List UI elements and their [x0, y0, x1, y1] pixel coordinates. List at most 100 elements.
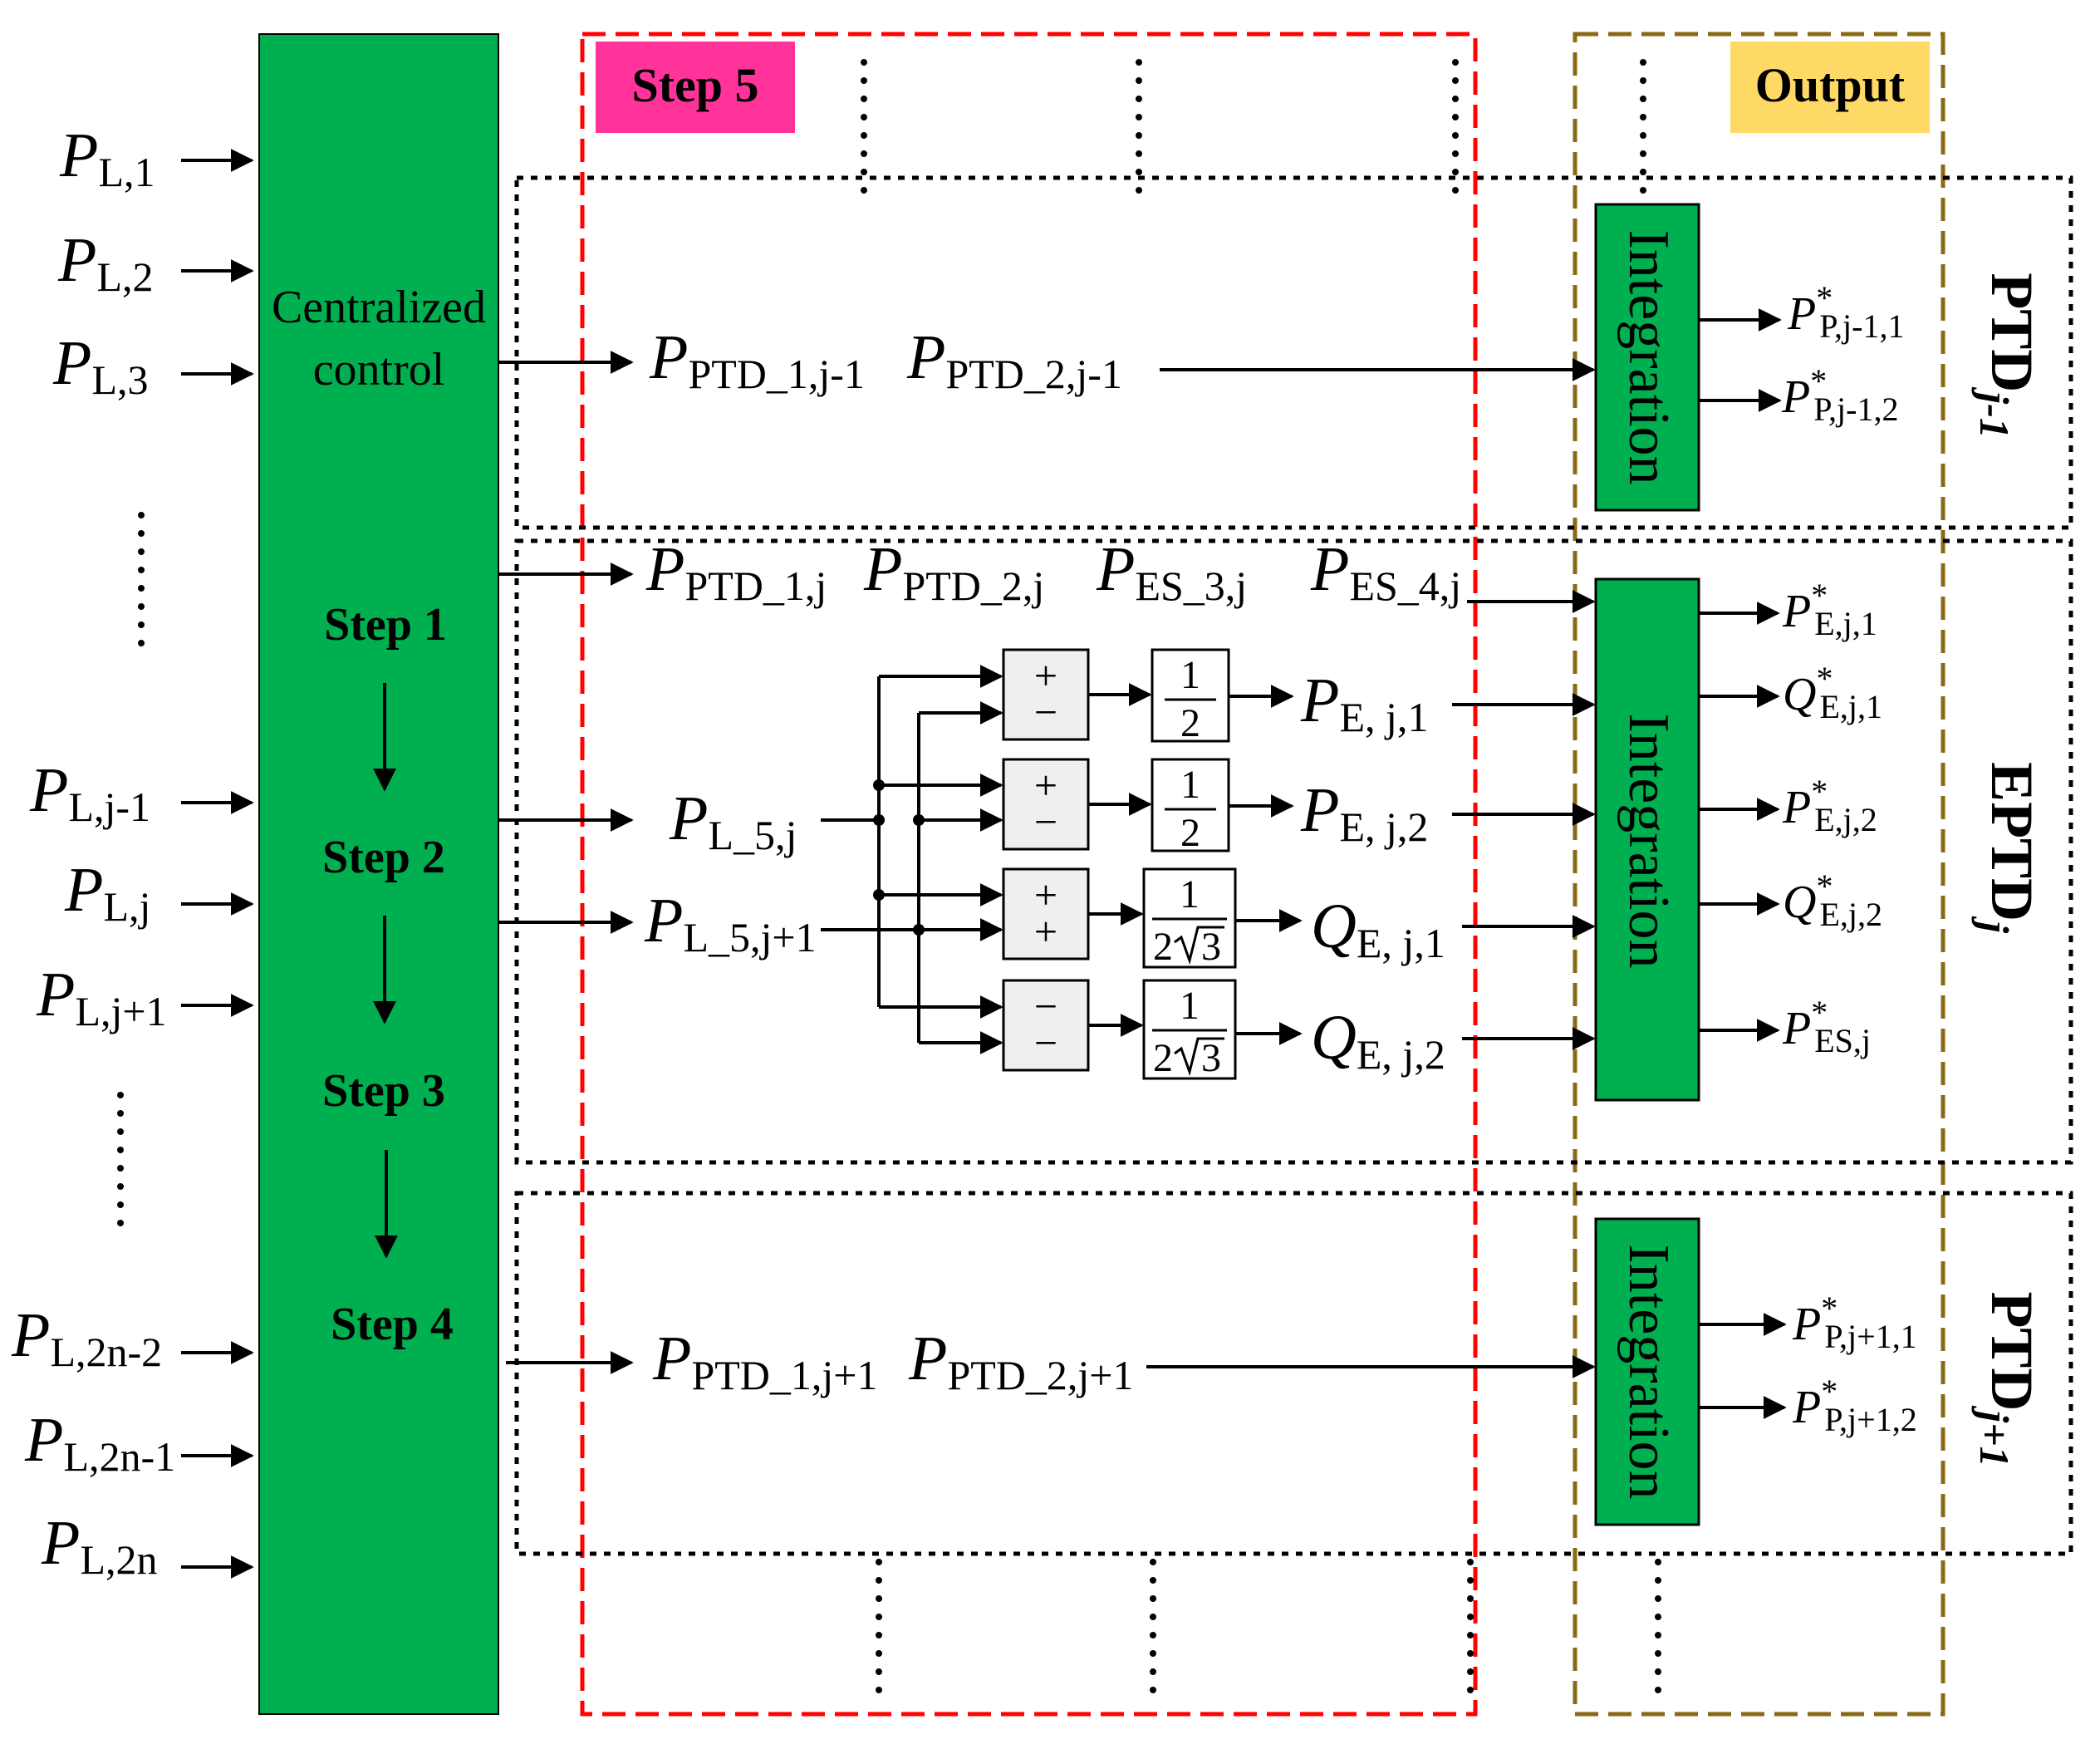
centralized-control-title: Centralized	[272, 282, 486, 333]
svg-text:3: 3	[1201, 925, 1221, 969]
p-ptd1-j-1-label: PPTD_1,j-1	[649, 322, 865, 397]
svg-text:+: +	[1034, 762, 1057, 808]
ptd-next-integration-label: Integration	[1617, 1244, 1680, 1499]
step-2-label: Step 2	[322, 832, 445, 883]
input-p-l-j-1: PL,j-1	[29, 755, 254, 830]
sum-block-3: + +	[1002, 867, 1090, 960]
step-1-label: Step 1	[324, 599, 447, 651]
svg-text:2: 2	[1153, 925, 1173, 969]
p-e-j-2-result: PE, j,2	[1300, 775, 1428, 850]
input-p-l-2n-1: PL,2n-1	[24, 1405, 254, 1480]
p-p-j-1-2-output: P*P,j-1,2	[1781, 362, 1898, 428]
ptd-prev-integration-label: Integration	[1617, 229, 1680, 484]
p-p-j-1-1-output: P*P,j-1,1	[1787, 279, 1904, 345]
svg-text:PL,3: PL,3	[52, 328, 148, 403]
junction-dots	[873, 779, 925, 936]
svg-text:1: 1	[1180, 872, 1200, 916]
step-3-label: Step 3	[322, 1065, 445, 1117]
q-e-j-2-output: Q*E,j,2	[1783, 867, 1882, 933]
ptd-next-region	[514, 1191, 2073, 1556]
eptd-integration-block	[1594, 577, 1700, 1102]
p-ptd1-j+1-label: PPTD_1,j+1	[652, 1324, 878, 1398]
p-e-j-2-output: P*E,j,2	[1782, 773, 1877, 838]
sum-block-4: − −	[1002, 979, 1090, 1072]
p-p-j+1-2-output: P*P,j+1,2	[1792, 1373, 1917, 1438]
svg-text:2: 2	[1180, 701, 1200, 745]
svg-text:PL,j-1: PL,j-1	[29, 755, 150, 830]
svg-text:+: +	[1034, 908, 1057, 955]
input-p-l-j: PL,j	[64, 855, 254, 930]
svg-text:+: +	[1034, 872, 1057, 918]
input-p-l-j+1: PL,j+1	[36, 960, 254, 1034]
output-frame	[1573, 32, 1945, 1717]
eptd-region	[514, 538, 2073, 1165]
svg-text:PL,2: PL,2	[57, 225, 153, 300]
sum-block-1: + −	[1002, 648, 1090, 741]
input-p-l-2n: PL,2n	[41, 1508, 254, 1583]
svg-text:PTDj-1: PTDj-1	[1971, 273, 2045, 439]
input-p-l-1: PL,1	[59, 120, 254, 195]
svg-text:PL,2n-1: PL,2n-1	[24, 1405, 175, 1480]
p-ptd1-j-label: PPTD_1,j	[645, 534, 827, 609]
p-e-j-1-output: P*E,j,1	[1782, 577, 1877, 642]
step5-frame	[580, 32, 1478, 1717]
svg-text:1: 1	[1180, 763, 1200, 807]
q-e-j-1-result: QE, j,1	[1311, 892, 1445, 966]
output-label: Output	[1755, 58, 1906, 112]
p-es3-j-label: PES_3,j	[1096, 534, 1247, 609]
input-p-l-2: PL,2	[57, 225, 254, 300]
results-to-integration-arrows	[1452, 693, 1596, 1050]
gain-block-inv-root3-2: 1 2 3	[1142, 979, 1237, 1080]
p-ptd2-j-1-label: PPTD_2,j-1	[906, 322, 1122, 397]
svg-text:PL,j+1: PL,j+1	[36, 960, 167, 1034]
ptd-next-side-label: PTDj+1	[1971, 1291, 2045, 1466]
ptd-prev-side-label: PTDj-1	[1971, 273, 2045, 439]
p-l5-j+1-label: PL_5,j+1	[644, 886, 817, 960]
centralized-control-subtitle: control	[313, 344, 445, 395]
eptd-integration-label: Integration	[1617, 713, 1680, 968]
p-ptd2-j-label: PPTD_2,j	[863, 534, 1044, 609]
q-e-j-2-result: QE, j,2	[1311, 1003, 1445, 1078]
gain-to-result-arrows	[1229, 685, 1303, 1045]
ellipsis-dots	[117, 59, 1661, 1698]
svg-text:PL,1: PL,1	[59, 120, 155, 195]
svg-text:EPTDj: EPTDj	[1971, 762, 2045, 934]
step5-label: Step 5	[631, 58, 758, 112]
svg-text:+: +	[1034, 652, 1057, 699]
ptd-prev-integration-block	[1594, 203, 1700, 512]
eptd-side-label: EPTDj	[1971, 762, 2045, 934]
p-es4-j-label: PES_4,j	[1310, 534, 1461, 609]
q-e-j-1-output: Q*E,j,1	[1783, 660, 1882, 725]
svg-text:PL,2n-2: PL,2n-2	[11, 1300, 162, 1375]
gain-block-half-1: 1 2	[1151, 648, 1230, 745]
svg-text:1: 1	[1180, 653, 1200, 697]
sum-block-2: + −	[1002, 758, 1090, 851]
input-p-l-2n-2: PL,2n-2	[11, 1300, 254, 1375]
p-l5-j-label: PL_5,j	[669, 784, 797, 858]
input-p-l-3: PL,3	[52, 328, 254, 403]
svg-text:−: −	[1034, 1019, 1057, 1066]
step-4-label: Step 4	[331, 1299, 454, 1350]
gain-block-half-2: 1 2	[1151, 758, 1230, 855]
svg-text:−: −	[1034, 983, 1057, 1029]
p-p-j+1-1-output: P*P,j+1,1	[1792, 1290, 1917, 1355]
p-e-j-1-result: PE, j,1	[1300, 666, 1428, 740]
svg-text:1: 1	[1180, 984, 1200, 1028]
ptd-prev-region	[514, 175, 2073, 530]
svg-text:3: 3	[1201, 1036, 1221, 1080]
svg-text:PTDj+1: PTDj+1	[1971, 1291, 2045, 1466]
p-es-j-output: P*ES,j	[1782, 994, 1871, 1059]
svg-text:PL,j: PL,j	[64, 855, 150, 930]
sum-to-gain-arrows	[1088, 683, 1152, 1037]
step5-label-box	[596, 42, 795, 133]
output-label-box	[1730, 42, 1930, 133]
svg-text:−: −	[1034, 798, 1057, 845]
ptd-next-integration-block	[1594, 1217, 1700, 1526]
svg-text:−: −	[1034, 689, 1057, 735]
distribution-wiring	[821, 665, 1003, 1054]
p-ptd2-j+1-label: PPTD_2,j+1	[908, 1324, 1134, 1398]
svg-text:2: 2	[1180, 811, 1200, 855]
centralized-control-block	[258, 33, 499, 1715]
svg-text:PL,2n: PL,2n	[41, 1508, 157, 1583]
